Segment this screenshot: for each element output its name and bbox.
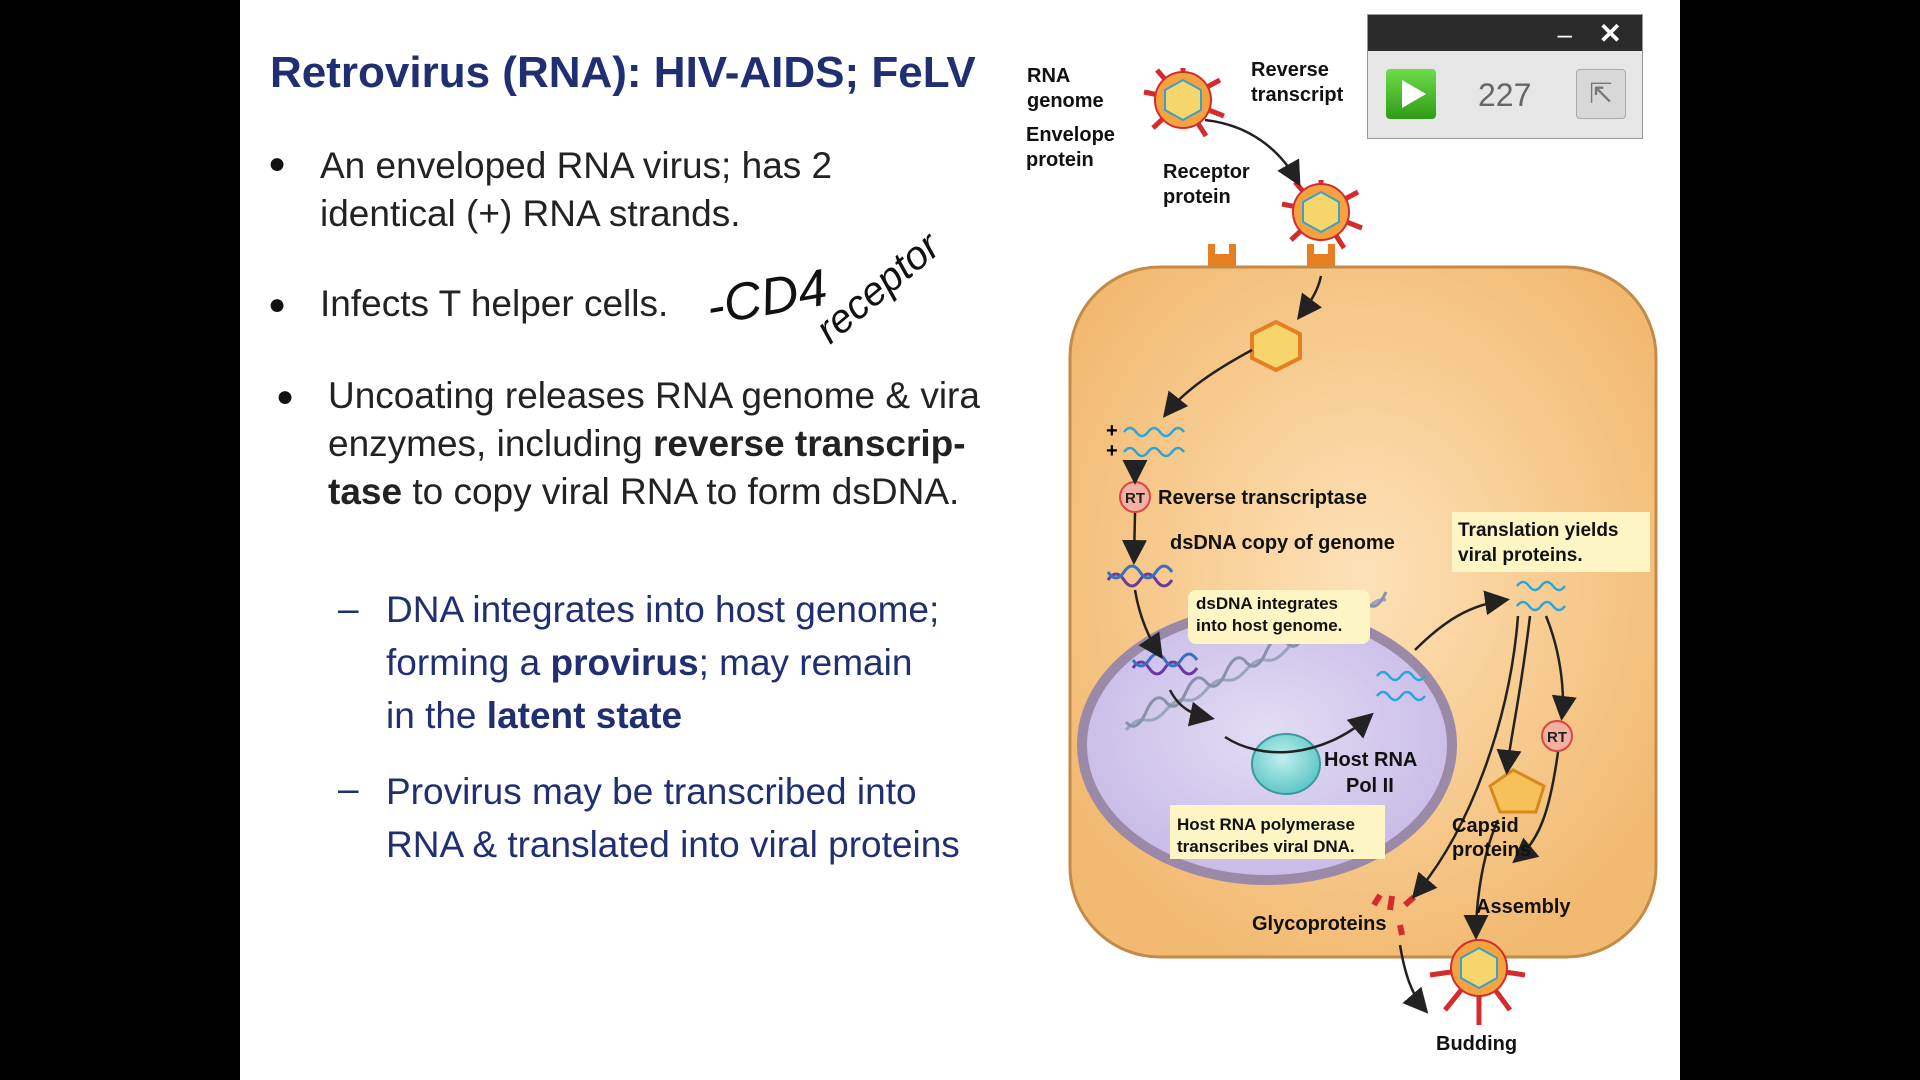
bullet-3-line-3-text: to copy viral RNA to form dsDNA. — [402, 471, 960, 512]
sub-bullet-1-line-3: in the latent state — [386, 689, 939, 742]
label-translation-1: Translation yields — [1458, 520, 1619, 541]
label-capsid-1: Capsid — [1452, 815, 1519, 837]
receptor-protein-icon — [1208, 244, 1236, 266]
slide-title: Retrovirus (RNA): HIV-AIDS; FeLV — [270, 48, 976, 97]
label-reverse-transcript-2: transcript — [1251, 84, 1344, 106]
integrates-note-box — [1188, 590, 1370, 644]
diagram-labels: RNA genome Reverse transcript Envelope p… — [1026, 59, 1619, 1055]
diagram-canvas: -CD4 receptor A ' l — [702, 59, 1658, 1055]
sub-bullet-marker: – — [338, 588, 359, 629]
label-host-poly-2: transcribes viral DNA. — [1177, 837, 1355, 856]
virion-icon — [1143, 68, 1225, 138]
bullet-1: An enveloped RNA virus; has 2 identical … — [320, 142, 832, 238]
budding-virion-icon — [1429, 939, 1526, 1025]
bullet-3-line-3: tase to copy viral RNA to form dsDNA. — [328, 468, 980, 516]
sub-bullet-2: Provirus may be transcribed into RNA & t… — [386, 765, 960, 871]
label-receptor-1: Receptor — [1163, 161, 1250, 183]
label-host-pol-2: Pol II — [1346, 775, 1394, 797]
label-reverse-transcriptase: Reverse transcriptase — [1158, 487, 1367, 509]
label-reverse-transcript-1: Reverse — [1251, 59, 1329, 81]
bullet-3-line-3-bold: tase — [328, 471, 403, 512]
bullet-3-line-2-text: enzymes, including — [328, 423, 653, 464]
sub-bullet-1-bold-provirus: provirus — [550, 642, 699, 683]
sub-bullet-marker: – — [338, 768, 359, 809]
bullet-marker: ● — [268, 147, 287, 180]
label-receptor-2: protein — [1163, 186, 1231, 208]
sub-bullet-1-bold-latent: latent state — [486, 695, 683, 736]
slide-counter: 227 — [1478, 77, 1532, 113]
label-dsdna-copy: dsDNA copy of genome — [1170, 532, 1395, 554]
rt-enzyme-icon — [1541, 720, 1573, 752]
label-rna-genome-1: RNA — [1027, 65, 1070, 87]
player-title-bar: – ✕ — [1368, 15, 1642, 51]
transcribes-note-box — [1170, 805, 1385, 859]
rt-label: RT — [1547, 729, 1567, 746]
label-integrates-2: into host genome. — [1196, 616, 1342, 635]
sub-bullet-2-line-1: Provirus may be transcribed into — [386, 771, 917, 812]
label-host-poly-1: Host RNA polymerase — [1177, 815, 1355, 834]
label-glycoproteins: Glycoproteins — [1252, 913, 1386, 935]
host-rna-pol-icon — [1251, 733, 1321, 795]
plus-sign: + — [1106, 420, 1118, 442]
label-budding: Budding — [1436, 1033, 1517, 1055]
sub-bullet-1: DNA integrates into host genome; forming… — [386, 583, 939, 742]
bullet-3-line-2: enzymes, including reverse transcrip- — [328, 420, 980, 468]
bullet-marker: ● — [276, 380, 295, 413]
translation-note-box — [1452, 512, 1650, 572]
label-translation-2: viral proteins. — [1458, 545, 1583, 566]
sub-bullet-1-line-2: forming a provirus; may remain — [386, 636, 939, 689]
rt-label: RT — [1125, 490, 1145, 507]
sub-bullet-1-line-3-text: in the — [386, 695, 487, 736]
bullet-1-line-1: An enveloped RNA virus; has 2 — [320, 145, 833, 186]
bullet-2: Infects T helper cells. — [320, 283, 669, 324]
bullet-3: Uncoating releases RNA genome & vira enz… — [328, 372, 980, 516]
bullet-3-line-1: Uncoating releases RNA genome & vira — [328, 375, 980, 416]
popout-button[interactable]: ⇱ — [1576, 69, 1626, 119]
label-rna-genome-2: genome — [1027, 90, 1104, 112]
capsid-proteins-icon — [1488, 768, 1546, 814]
bullet-marker: ● — [268, 288, 287, 321]
label-envelope-2: protein — [1026, 149, 1094, 171]
sub-bullet-1-line-2-text: forming a — [386, 642, 551, 683]
receptor-protein-icon — [1307, 244, 1335, 266]
play-button[interactable] — [1386, 69, 1436, 119]
label-host-pol-1: Host RNA — [1324, 749, 1417, 771]
capsid-icon — [1250, 319, 1302, 373]
bullet-1-line-2: identical (+) RNA strands. — [320, 193, 741, 234]
sub-bullet-2-line-2: RNA & translated into viral proteins — [386, 824, 960, 865]
label-integrates-1: dsDNA integrates — [1196, 594, 1338, 613]
media-player-widget: – ✕ 227 ⇱ — [1367, 14, 1643, 139]
slide: Retrovirus (RNA): HIV-AIDS; FeLV ● An en… — [240, 0, 1680, 1080]
label-capsid-2: proteins — [1452, 839, 1531, 861]
bullet-3-line-2-bold: reverse transcrip- — [652, 423, 966, 464]
sub-bullet-1-line-2-post: ; may remain — [698, 642, 913, 683]
minimize-button[interactable]: – — [1557, 19, 1572, 49]
handwriting-receptor: receptor — [808, 223, 950, 352]
rna-strands-icon — [1123, 426, 1566, 702]
label-envelope-1: Envelope — [1026, 124, 1115, 146]
plus-sign: + — [1106, 440, 1118, 462]
close-button[interactable]: ✕ — [1598, 18, 1622, 49]
virion-icon — [1281, 180, 1363, 250]
pathway-arrows — [1121, 118, 1577, 1014]
sub-bullet-1-line-1: DNA integrates into host genome; — [386, 589, 940, 630]
label-assembly: Assembly — [1476, 896, 1571, 918]
